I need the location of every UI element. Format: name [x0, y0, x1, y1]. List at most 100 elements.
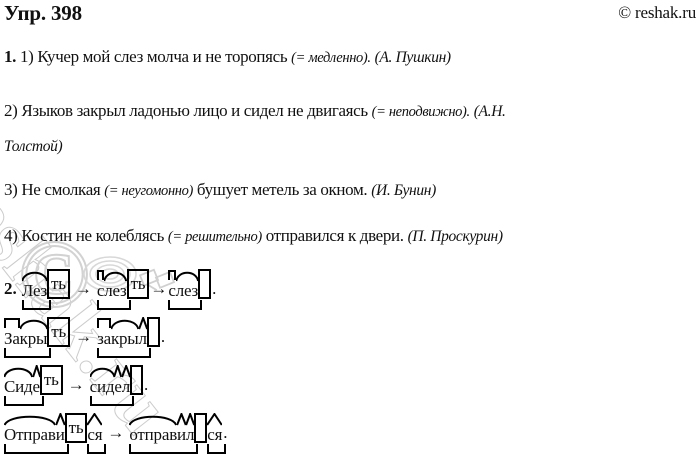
- morpheme-root: отправ: [129, 426, 177, 443]
- suffix-chevron-icon: [56, 413, 65, 426]
- sentence-text-after: отправился к двери.: [261, 226, 404, 245]
- stem-bracket: [4, 444, 69, 454]
- stem-bracket: [96, 300, 131, 310]
- stem-bracket: [87, 444, 107, 454]
- morpheme-root: Лез: [22, 282, 47, 299]
- morpheme-zero-ending-box: [130, 365, 144, 395]
- task-number: 1.: [4, 47, 17, 66]
- sentence-attribution: (А. Пушкин): [374, 49, 452, 66]
- sentence-item: 1. 1) Кучер мой слез молча и не торопясь…: [4, 47, 451, 68]
- morpheme-suffix: е: [114, 377, 122, 396]
- morpheme-root: кры: [19, 329, 48, 348]
- morpheme-ending-box: ть: [126, 269, 150, 299]
- morpheme-ending-box: ть: [64, 413, 88, 443]
- sentence-text: Кучер мой слез молча и не торопясь: [33, 47, 292, 66]
- morpheme-text: е: [114, 377, 122, 396]
- morpheme-text: сид: [89, 377, 115, 396]
- morpheme-prefix: с: [96, 270, 105, 300]
- morpheme-suffix: и: [177, 426, 186, 443]
- root-arc-icon: [4, 413, 56, 426]
- stem-bracket: [97, 348, 151, 358]
- derivation-arrow: →: [107, 423, 125, 442]
- morpheme-root: кры: [111, 330, 139, 347]
- morpheme-suffix: л: [139, 330, 147, 347]
- derivation-arrow: →: [150, 279, 168, 298]
- root-arc-icon: [4, 365, 33, 378]
- postfix-chevron-icon: [207, 413, 222, 426]
- stem-bracket: [21, 300, 52, 310]
- row-period: .: [223, 423, 228, 442]
- sentence-item: 3) Не смолкая (= неугомонно) бушует мете…: [4, 180, 436, 201]
- morpheme-prefix: с: [168, 270, 177, 300]
- morpheme-postfix: ся: [87, 425, 103, 444]
- root-arc-icon: [20, 317, 48, 330]
- sentence-attribution: (П. Проскурин): [407, 228, 503, 245]
- morpheme-text: л: [138, 329, 148, 348]
- sentence-text-after: бушует метель за окном.: [193, 180, 368, 199]
- morpheme-ending-box: ть: [39, 365, 63, 395]
- suffix-chevron-icon: [122, 365, 130, 378]
- stem-bracket: [89, 396, 135, 406]
- morpheme-ending-box: ть: [47, 317, 71, 347]
- sentence-text: Не смолкая: [17, 180, 105, 199]
- root-arc-icon: [111, 317, 139, 330]
- row-period: .: [212, 279, 217, 298]
- sentence-gloss: (= неугомонно): [104, 183, 194, 199]
- morpheme-root: Отправ: [4, 426, 56, 443]
- morpheme-text: кры: [19, 329, 48, 348]
- sentence-text: Костин не колеблясь: [17, 226, 168, 245]
- morpheme-root: лез: [176, 282, 198, 299]
- morpheme-suffix: л: [122, 378, 130, 395]
- morpheme-root: сид: [90, 378, 115, 395]
- morpheme-zero-ending-box: [146, 317, 160, 347]
- root-arc-icon: [90, 365, 115, 378]
- morpheme-text: Лез: [21, 281, 48, 300]
- root-arc-icon: [129, 413, 177, 426]
- morpheme-text: лез: [175, 281, 199, 300]
- sentence-marker: 2): [4, 101, 18, 120]
- morpheme-prefix: за: [97, 318, 111, 348]
- page-title: Упр. 398: [4, 1, 82, 25]
- suffix-chevron-icon: [139, 317, 147, 330]
- sentence-attribution: (А.Н.: [473, 103, 506, 120]
- derivation-arrow: →: [75, 327, 93, 346]
- derivation-arrow: →: [67, 375, 85, 394]
- morpheme-text: кры: [110, 329, 139, 348]
- suffix-chevron-icon: [33, 365, 40, 378]
- row-period: .: [160, 327, 166, 346]
- site-credit: © reshak.ru: [618, 3, 696, 22]
- morpheme-suffix: и: [56, 426, 65, 443]
- morpheme-text: ся: [87, 425, 103, 444]
- suffix-chevron-icon: [177, 413, 186, 426]
- stem-bracket: [4, 348, 52, 358]
- morpheme-postfix: ся: [207, 426, 222, 443]
- sentence-marker: 1): [19, 47, 34, 66]
- sentence-text: Языков закрыл ладонью лицо и сидел не дв…: [17, 101, 372, 120]
- suffix-chevron-icon: [186, 413, 194, 426]
- root-arc-icon: [176, 269, 198, 282]
- morpheme-suffix: е: [33, 378, 40, 395]
- morpheme-text: е: [32, 377, 41, 396]
- morpheme-suffix: л: [186, 426, 194, 443]
- root-arc-icon: [22, 269, 47, 282]
- morpheme-prefix: За: [4, 318, 20, 348]
- sentence-gloss: (= решительно): [167, 229, 262, 245]
- sentence-item: 4) Костин не колеблясь (= решительно) от…: [4, 226, 503, 247]
- page-header: Упр. 398 © reshak.ru: [0, 0, 699, 28]
- sentence-attribution-wrap: Толстой): [4, 138, 63, 155]
- morpheme-text: Отправ: [4, 425, 56, 444]
- morpheme-root: лез: [104, 282, 127, 299]
- stem-bracket: [168, 300, 203, 310]
